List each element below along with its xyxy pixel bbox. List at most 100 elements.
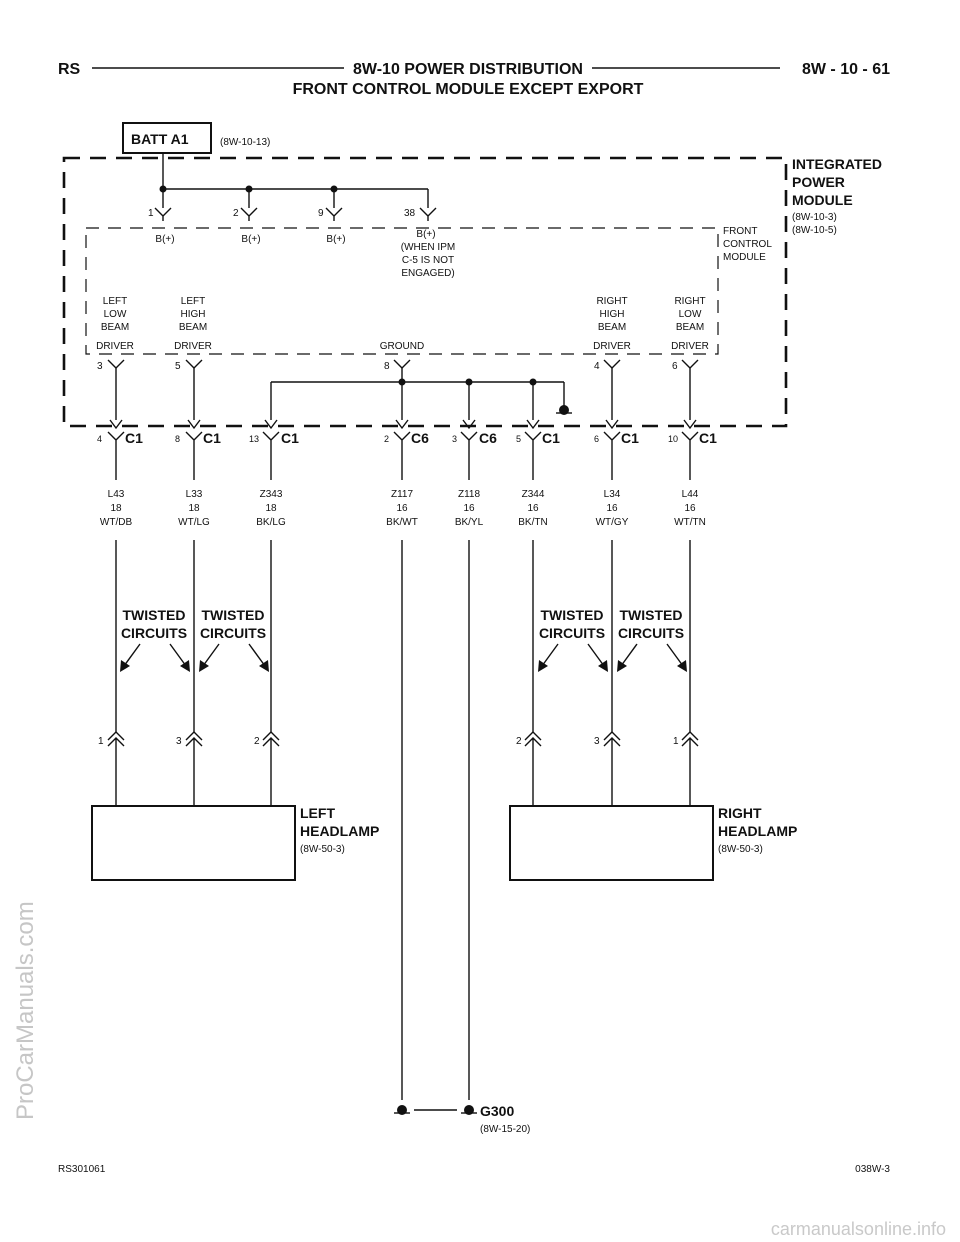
conn-id-l43: C1: [125, 430, 143, 446]
lamp-pin-z343: 2: [254, 736, 260, 747]
lamp-conn-l33: [185, 731, 203, 806]
conn-arrow-z344: [526, 419, 540, 430]
conn-pin-z118: 3: [452, 434, 457, 444]
twisted-1-arrowhead-left: [120, 660, 130, 672]
conn-pin-l43: 4: [97, 434, 102, 444]
lamp-pin-l43: 1: [98, 736, 104, 747]
driver-pin-5-number: 5: [175, 361, 181, 372]
driver-right-low-line-1: RIGHT: [674, 296, 705, 307]
driver-ground-label: GROUND: [380, 341, 424, 352]
bplus-pin-symbols: [154, 207, 437, 221]
header-left-code: RS: [58, 61, 81, 78]
right-headlamp-group: RIGHT HEADLAMP (8W-50-3): [509, 805, 797, 881]
left-headlamp-ref: (8W-50-3): [300, 844, 345, 855]
conn-symbol-l44: [681, 431, 699, 480]
wire-z343-gauge: 18: [265, 503, 277, 514]
bplus-pin-1-label: B(+): [155, 234, 174, 245]
lamp-conn-l44: [681, 731, 699, 806]
wire-z117-gauge: 16: [396, 503, 408, 514]
driver-pin-symbols: 3 5 8 4 6: [97, 359, 699, 372]
twisted-1-arrowhead-right: [180, 660, 190, 672]
twisted-4-arrowhead-right: [677, 660, 687, 672]
watermark-side: ProCarManuals.com: [12, 901, 39, 1120]
battery-feed-bus: [159, 153, 429, 208]
driver-left-high-line-1: LEFT: [181, 296, 205, 307]
bplus-pin-38-symbol: [419, 207, 437, 221]
driver-pin-4-number: 4: [594, 361, 600, 372]
wire-z118-color: BK/YL: [455, 517, 484, 528]
bplus-pin-38-label-1: B(+): [416, 229, 435, 240]
twisted-1-line-2: CIRCUITS: [121, 625, 187, 641]
batt-a1-label: BATT A1: [131, 131, 189, 147]
splice-dot-bplus-1: [159, 185, 167, 193]
lamp-connector-symbols: 1 3 2 2 3 1: [98, 731, 699, 806]
right-headlamp-box: [509, 805, 714, 881]
header-title: 8W-10 POWER DISTRIBUTION: [353, 61, 583, 78]
conn-arrow-z343: [264, 419, 278, 430]
conn-arrow-l44: [683, 419, 697, 430]
batt-a1-ref: (8W-10-13): [220, 137, 270, 148]
twisted-3-arrowhead-left: [538, 660, 548, 672]
fcm-outline: [85, 227, 719, 355]
driver-pin-5-symbol: [185, 359, 203, 369]
right-headlamp-label-2: HEADLAMP: [718, 823, 797, 839]
bplus-pin-9-label: B(+): [326, 234, 345, 245]
footer-right-code: 038W-3: [855, 1164, 890, 1175]
header-subtitle: FRONT CONTROL MODULE EXCEPT EXPORT: [293, 81, 644, 98]
bplus-pin-9-symbol: [325, 207, 343, 221]
wire-l44-color: WT/TN: [674, 517, 706, 528]
driver-labels: LEFT LOW BEAM DRIVER LEFT HIGH BEAM DRIV…: [96, 296, 709, 352]
fcm-label-line-3: MODULE: [723, 252, 766, 263]
conn-pin-l34: 6: [594, 434, 599, 444]
twisted-3-arrowhead-right: [598, 660, 608, 672]
lamp-pin-l34: 3: [594, 736, 600, 747]
twisted-4-arrow-left: [620, 643, 638, 667]
driver-wires-upper: [115, 368, 691, 420]
twisted-4-line-2: CIRCUITS: [618, 625, 684, 641]
watermark-bottom: carmanualsonline.info: [770, 1219, 946, 1239]
fcm-label-line-1: FRONT: [723, 226, 757, 237]
driver-right-low-line-4: DRIVER: [671, 341, 709, 352]
right-headlamp-label-1: RIGHT: [718, 805, 762, 821]
twisted-1-arrow-left: [123, 643, 141, 667]
lamp-pin-z344: 2: [516, 736, 522, 747]
wire-l44-id: L44: [682, 489, 699, 500]
wire-l34-color: WT/GY: [596, 517, 629, 528]
batt-a1-label-group: BATT A1 (8W-10-13): [122, 122, 270, 154]
wire-z118-id: Z118: [458, 489, 480, 500]
twisted-2-line-1: TWISTED: [202, 607, 265, 623]
twisted-3-line-1: TWISTED: [541, 607, 604, 623]
twisted-4-arrow-right: [666, 643, 684, 667]
wire-l43-color: WT/DB: [100, 517, 133, 528]
conn-symbol-l33: [185, 431, 203, 480]
driver-pin-6-number: 6: [672, 361, 678, 372]
bplus-pin-2-label: B(+): [241, 234, 260, 245]
conn-pin-z344: 5: [516, 434, 521, 444]
wire-l44-gauge: 16: [684, 503, 696, 514]
conn-pin-l44: 10: [668, 434, 678, 444]
bplus-pin-1-symbol: [154, 207, 172, 221]
wire-l33-color: WT/LG: [178, 517, 210, 528]
bplus-pin-38-label-4: ENGAGED): [401, 268, 454, 279]
driver-pin-3-number: 3: [97, 361, 103, 372]
left-headlamp-group: LEFT HEADLAMP (8W-50-3): [91, 805, 379, 881]
page-header: RS 8W-10 POWER DISTRIBUTION 8W - 10 - 61…: [58, 61, 890, 98]
ipm-label-group: INTEGRATED POWER MODULE (8W-10-3) (8W-10…: [792, 156, 882, 236]
driver-pin-6-symbol: [681, 359, 699, 369]
conn-arrow-l43: [109, 419, 123, 430]
wire-z344-id: Z344: [522, 489, 545, 500]
twisted-3-line-2: CIRCUITS: [539, 625, 605, 641]
driver-left-low-line-4: DRIVER: [96, 341, 134, 352]
driver-left-high-line-4: DRIVER: [174, 341, 212, 352]
wire-l43-gauge: 18: [110, 503, 122, 514]
wire-l34-id: L34: [604, 489, 621, 500]
ipm-ref-2: (8W-10-5): [792, 225, 837, 236]
bplus-pin-9-number: 9: [318, 208, 324, 219]
ground-g300-group: G300 (8W-15-20): [394, 1103, 530, 1135]
ground-label: G300: [480, 1103, 514, 1119]
connector-pin-arrows: [109, 419, 697, 430]
driver-right-high-line-3: BEAM: [598, 322, 626, 333]
conn-pin-z343: 13: [249, 434, 259, 444]
conn-arrow-l33: [187, 419, 201, 430]
lamp-conn-l43: [107, 731, 125, 806]
